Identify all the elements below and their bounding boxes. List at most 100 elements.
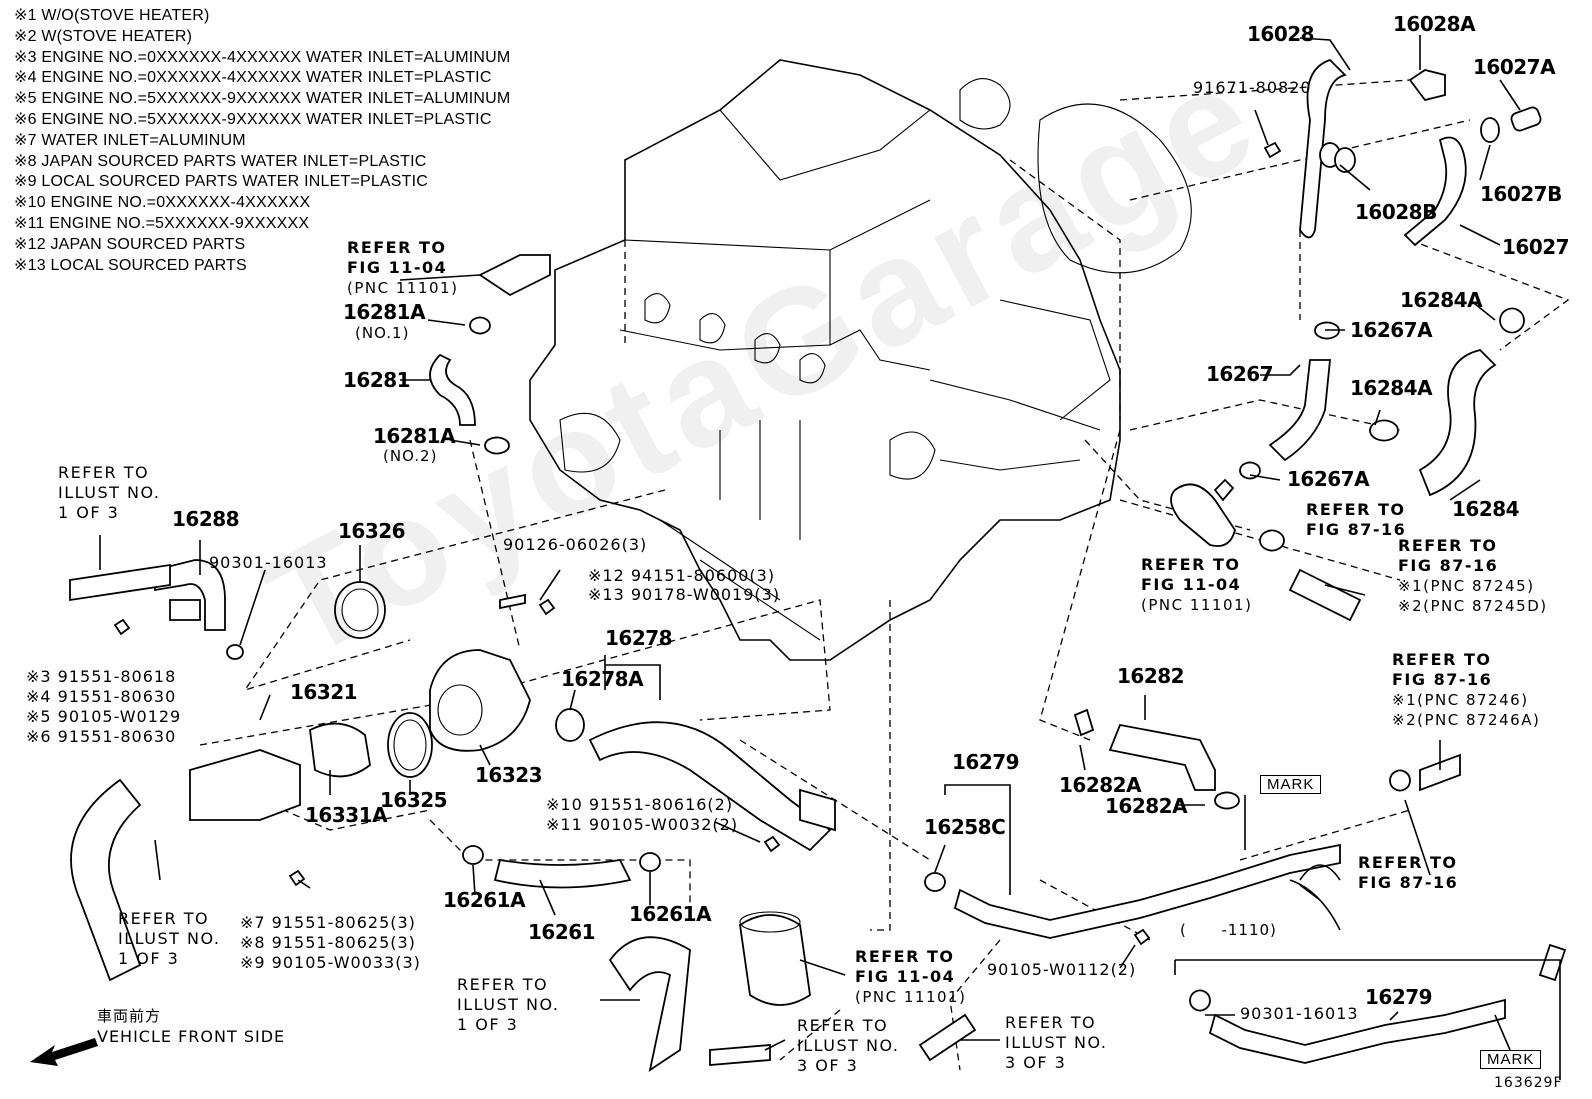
ref-line: ILLUST NO. — [797, 1036, 900, 1055]
ref-fig-87-16: REFER TO FIG 87-16 — [1358, 853, 1458, 893]
part-label-16261a: 16261A — [443, 888, 526, 912]
bolt-variant: ※7 91551-80625(3) — [240, 913, 416, 932]
part-label-16282: 16282 — [1117, 664, 1185, 688]
part-label-91671: 91671-80820 — [1193, 78, 1312, 97]
part-label-16281a: 16281A — [373, 424, 456, 448]
note: ※12 JAPAN SOURCED PARTS — [14, 235, 246, 253]
ref-fig-87-16: REFER TO FIG 87-16 ※1(PNC 87245) ※2(PNC … — [1398, 536, 1548, 616]
ref-line: 3 OF 3 — [797, 1056, 859, 1075]
note: ※10 ENGINE NO.=0XXXXXX-4XXXXXX — [14, 194, 311, 212]
dashed-leaders — [199, 79, 1570, 1071]
note: ※4 ENGINE NO.=0XXXXXX-4XXXXXX WATER INLE… — [14, 69, 492, 87]
part-label-90105-w0032: ※11 90105-W0032(2) — [546, 815, 739, 834]
ref-line: ILLUST NO. — [118, 929, 221, 948]
left-bolt-list: ※3 91551-80618 ※4 91551-80630 ※5 90105-W… — [26, 667, 181, 747]
part-label-90301: 90301-16013 — [1240, 1004, 1359, 1023]
part-label-16258c: 16258C — [924, 815, 1006, 839]
part-label-16027b: 16027B — [1480, 182, 1562, 206]
part-label-16282a: 16282A — [1059, 773, 1142, 797]
part-label-16323: 16323 — [475, 763, 543, 787]
ref-line: FIG 87-16 — [1358, 873, 1459, 892]
part-label-16279: 16279 — [952, 750, 1020, 774]
ref-fig-87-16: REFER TO FIG 87-16 ※1(PNC 87246) ※2(PNC … — [1392, 650, 1540, 730]
ref-line: REFER TO — [1306, 500, 1406, 519]
ref-line: REFER TO — [118, 909, 210, 928]
ref-line: REFER TO — [347, 238, 447, 257]
bolt-variant: ※8 91551-80625(3) — [240, 933, 416, 952]
part-label-90126: 90126-06026(3) — [503, 535, 648, 554]
ref-line: REFER TO — [457, 975, 549, 994]
note: ※8 JAPAN SOURCED PARTS WATER INLET=PLAST… — [14, 152, 427, 170]
note: ※6 ENGINE NO.=5XXXXXX-9XXXXXX WATER INLE… — [14, 110, 492, 128]
bolt-variant: ※5 90105-W0129 — [26, 707, 182, 726]
part-label-16284a: 16284A — [1350, 376, 1433, 400]
part-label-16282a: 16282A — [1105, 794, 1188, 818]
part-label-94151: ※12 94151-80600(3) — [588, 566, 776, 585]
ref-line: REFER TO — [797, 1016, 889, 1035]
part-label-16028a: 16028A — [1393, 12, 1476, 36]
part-label-16267a: 16267A — [1287, 467, 1370, 491]
ref-fig-11-04: REFER TO FIG 11-04 (PNC 11101) — [1141, 555, 1252, 615]
range-label: ( -1110) — [1180, 921, 1277, 939]
ref-line: ILLUST NO. — [457, 995, 560, 1014]
part-label-16261: 16261 — [528, 920, 596, 944]
ref-line: FIG 87-16 — [1306, 520, 1407, 539]
part-label-16284: 16284 — [1452, 497, 1520, 521]
ref-line: REFER TO — [1392, 650, 1492, 669]
ref-line: FIG 11-04 — [855, 967, 956, 986]
note: ※13 LOCAL SOURCED PARTS — [14, 256, 247, 274]
part-label-16288: 16288 — [172, 507, 240, 531]
part-label-16281: 16281 — [343, 368, 411, 392]
note: ※7 WATER INLET=ALUMINUM — [14, 131, 246, 149]
note: ※11 ENGINE NO.=5XXXXXX-9XXXXXX — [14, 214, 310, 232]
part-label-16278: 16278 — [605, 626, 673, 650]
note: ※1 W/O(STOVE HEATER) — [14, 7, 210, 24]
bolt-variant: ※4 91551-80630 — [26, 687, 177, 706]
note: ※3 ENGINE NO.=0XXXXXX-4XXXXXX WATER INLE… — [14, 48, 511, 66]
ref-line: ※1(PNC 87245) — [1398, 577, 1535, 595]
bolt-variant: ※6 91551-80630 — [26, 727, 177, 746]
ref-fig-87-16: REFER TO FIG 87-16 — [1306, 500, 1406, 540]
ref-line: REFER TO — [1358, 853, 1458, 872]
part-label-91551-80616: ※10 91551-80616(2) — [546, 795, 734, 814]
engine-block — [529, 59, 1192, 661]
bolt-variant: ※9 90105-W0033(3) — [240, 953, 421, 972]
ref-line: REFER TO — [1398, 536, 1498, 555]
part-label-16284a: 16284A — [1400, 288, 1483, 312]
part-label-16281a-sub: (NO.1) — [355, 324, 410, 342]
ref-line: ※1(PNC 87246) — [1392, 691, 1529, 709]
ref-illust-1: REFER TO ILLUST NO. 1 OF 3 — [58, 463, 160, 523]
part-label-16028b: 16028B — [1355, 200, 1437, 224]
ref-line: REFER TO — [855, 947, 955, 966]
ref-line: ILLUST NO. — [1005, 1033, 1108, 1052]
vehicle-front-label: VEHICLE FRONT SIDE — [97, 1027, 286, 1046]
ref-illust-1: REFER TO ILLUST NO. 1 OF 3 — [457, 975, 559, 1035]
mark-label: MARK — [1260, 775, 1322, 794]
note: ※2 W(STOVE HEATER) — [14, 27, 193, 45]
ref-line: ※2(PNC 87246A) — [1392, 711, 1541, 729]
ref-line: 1 OF 3 — [118, 949, 180, 968]
ref-line: FIG 11-04 — [1141, 575, 1242, 594]
part-label-16267: 16267 — [1206, 362, 1274, 386]
part-label-90301: 90301-16013 — [209, 553, 328, 572]
part-label-16027a: 16027A — [1473, 55, 1556, 79]
ref-line: (PNC 11101) — [1141, 596, 1253, 614]
ref-line: REFER TO — [1005, 1013, 1097, 1032]
ref-line: 1 OF 3 — [58, 503, 120, 522]
part-label-90105-w0112: 90105-W0112(2) — [987, 960, 1137, 979]
bolt-variant: ※3 91551-80618 — [26, 667, 177, 686]
part-label-16325: 16325 — [380, 788, 448, 812]
part-label-16027: 16027 — [1502, 235, 1570, 259]
ref-line: (PNC 11101) — [347, 279, 459, 297]
ref-line: ILLUST NO. — [58, 483, 161, 502]
part-label-16326: 16326 — [338, 519, 406, 543]
ref-illust-3: REFER TO ILLUST NO. 3 OF 3 — [797, 1016, 899, 1076]
vehicle-front-jp: 車両前方 — [97, 1007, 162, 1025]
part-label-16267a: 16267A — [1350, 318, 1433, 342]
part-label-16281a: 16281A — [343, 300, 426, 324]
leader-lines — [99, 35, 1561, 1080]
part-label-16321: 16321 — [290, 680, 358, 704]
notes-list: ※1 W/O(STOVE HEATER) ※2 W(STOVE HEATER) … — [14, 6, 510, 276]
ref-illust-1: REFER TO ILLUST NO. 1 OF 3 — [118, 909, 220, 969]
